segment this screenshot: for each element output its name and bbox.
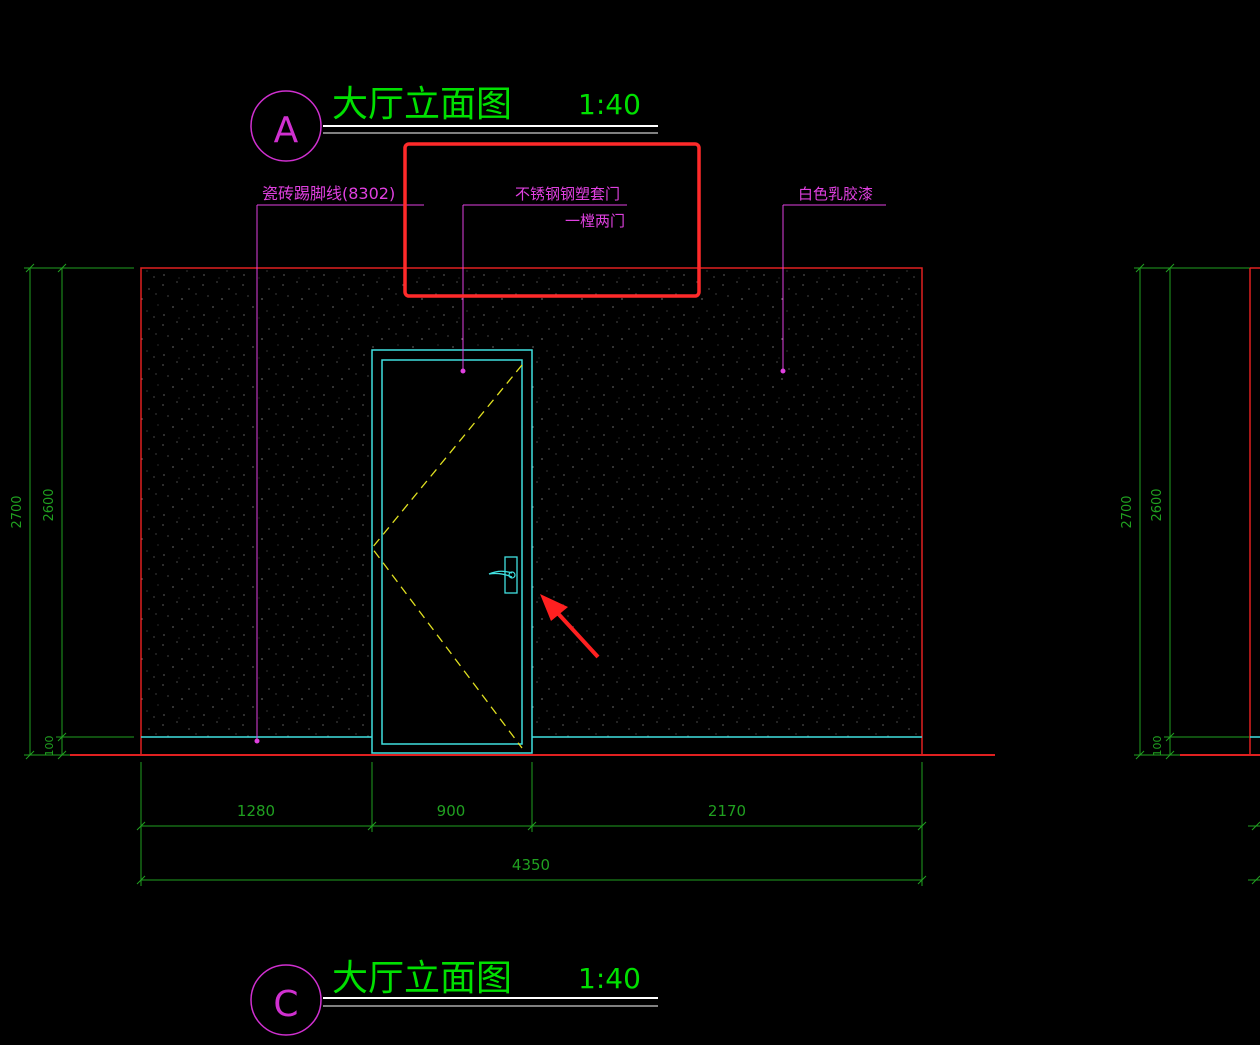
title-block-bottom: C 大厅立面图 1:40 xyxy=(250,958,658,1036)
section-marker-label-bottom: C xyxy=(273,984,298,1025)
horizontal-dimensions xyxy=(136,762,927,886)
dimension-width-door: 900 xyxy=(437,802,466,820)
dimension-width-left: 1280 xyxy=(237,802,275,820)
vertical-dimensions-left xyxy=(24,263,134,760)
dimension-height-base: 100 xyxy=(43,736,56,757)
annotation-arrow-icon xyxy=(540,594,600,659)
right-dimension-height-base: 100 xyxy=(1151,736,1164,757)
drawing-scale-bottom: 1:40 xyxy=(578,962,641,995)
section-marker-circle-bottom xyxy=(250,964,322,1036)
right-dimension-height-inner: 2600 xyxy=(1150,488,1165,521)
door-leaf xyxy=(381,359,523,745)
adjacent-elevation-partial xyxy=(1134,263,1260,885)
callout-baseboard-label: 瓷砖踢脚线(8302) xyxy=(262,184,395,203)
callout-door xyxy=(460,204,627,374)
section-marker-circle xyxy=(250,90,322,162)
drawing-title: 大厅立面图 xyxy=(332,84,512,125)
dimension-width-total: 4350 xyxy=(512,856,550,874)
callout-wall-paint xyxy=(780,204,886,374)
callout-baseboard xyxy=(254,204,424,744)
door-swing-line xyxy=(371,364,523,749)
door xyxy=(371,349,533,754)
title-block-top: A 大厅立面图 1:40 xyxy=(250,84,658,162)
section-marker-label: A xyxy=(274,110,299,151)
dimension-height-total: 2700 xyxy=(10,495,25,528)
callout-door-label-line2: 一樘两门 xyxy=(565,212,625,230)
dimension-height-inner: 2600 xyxy=(42,488,57,521)
dimension-width-right: 2170 xyxy=(708,802,746,820)
callout-door-label-line1: 不锈钢钢塑套门 xyxy=(515,185,620,203)
door-frame xyxy=(371,349,533,754)
drawing-title-bottom: 大厅立面图 xyxy=(332,958,512,999)
callout-wall-paint-label: 白色乳胶漆 xyxy=(798,185,873,203)
highlight-box xyxy=(403,142,701,298)
right-dimension-height-total: 2700 xyxy=(1120,495,1135,528)
drawing-scale: 1:40 xyxy=(578,88,641,121)
